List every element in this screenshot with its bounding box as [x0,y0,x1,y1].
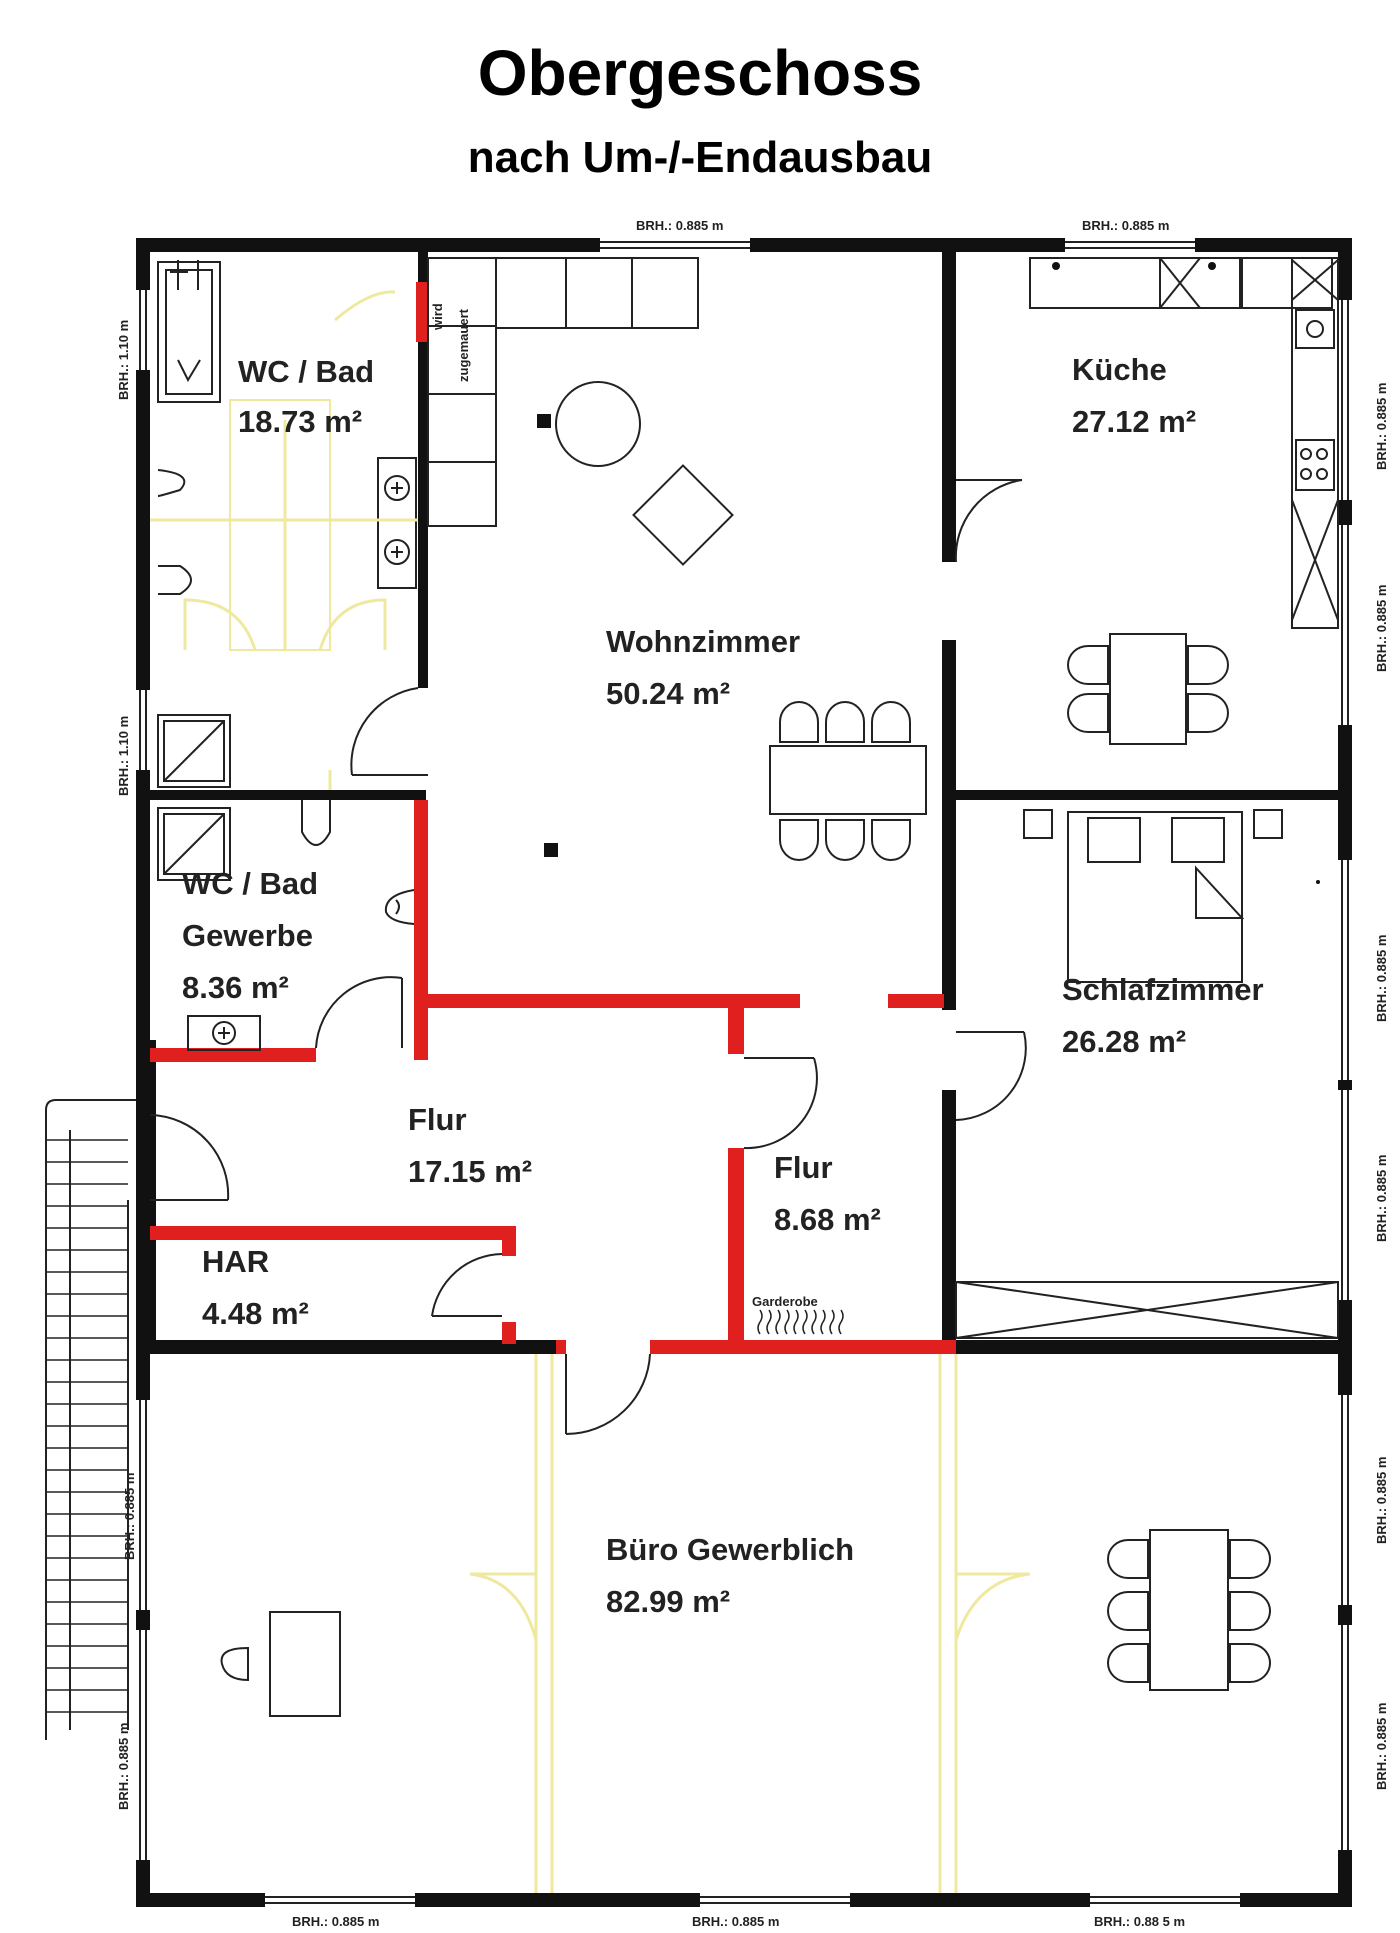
chair [779,701,819,743]
windows [136,238,1352,1907]
chair [825,701,865,743]
room-name-flur-2: Flur [774,1150,833,1185]
window-label-bottom-3: BRH.: 0.88 5 m [1094,1914,1185,1929]
room-name-schlafzimmer: Schlafzimmer [1062,972,1264,1007]
room-name-wc-gewerbe: WC / Bad [182,866,318,901]
outer-walls [136,238,1352,1907]
chair [871,701,911,743]
window-label-right-5: BRH.: 0.885 m [1374,1457,1389,1544]
chair [1229,1643,1271,1683]
chair [1107,1591,1149,1631]
new-walls [150,282,956,1354]
note-garderobe: Garderobe [752,1294,818,1309]
plan-subtitle: nach Um-/-Endausbau [468,133,933,182]
coat-hook [775,1309,781,1335]
room-labels: WC / Bad 18.73 m² Wohnzimmer 50.24 m² Kü… [182,352,1264,1619]
chair [1187,645,1229,685]
room-name-wc-bad: WC / Bad [238,354,374,389]
office-furniture [220,1354,1271,1893]
coat-hook [829,1309,835,1335]
chair [1107,1539,1149,1579]
coat-hook [784,1309,790,1335]
window-label-right-6: BRH.: 0.885 m [1374,1703,1389,1790]
chair [825,819,865,861]
chair [779,819,819,861]
window-label-bottom-1: BRH.: 0.885 m [292,1914,379,1929]
window-label-left-3: BRH.: 0.885 m [122,1473,137,1560]
room-area-wc-gewerbe: 8.36 m² [182,970,289,1005]
note-wird: wird [430,303,445,331]
chair [871,819,911,861]
staircase [45,1099,150,1740]
coat-hook [757,1309,763,1335]
room-area-wc-bad: 18.73 m² [238,404,362,439]
room-name2-wc-gewerbe: Gewerbe [182,918,313,953]
garderobe-hooks [757,1309,844,1335]
room-name-flur-1: Flur [408,1102,467,1137]
bathroom-fixtures [150,260,418,790]
chair [1067,693,1109,733]
chair [1107,1643,1149,1683]
room-area-schlafzimmer: 26.28 m² [1062,1024,1186,1059]
coat-hook [811,1309,817,1335]
chair [1067,645,1109,685]
window-label-bottom-2: BRH.: 0.885 m [692,1914,779,1929]
doors [149,479,1027,1436]
window-label-right-2: BRH.: 0.885 m [1374,585,1389,672]
coat-hook [793,1309,799,1335]
room-name-kueche: Küche [1072,352,1167,387]
room-area-flur-2: 8.68 m² [774,1202,881,1237]
chair [1229,1591,1271,1631]
wc-gewerbe-fixtures [157,800,415,1051]
window-label-right-3: BRH.: 0.885 m [1374,935,1389,1022]
room-area-kueche: 27.12 m² [1072,404,1196,439]
plan-title: Obergeschoss [478,37,923,109]
chair [1187,693,1229,733]
window-label-left-4: BRH.: 0.885 m [116,1723,131,1810]
window-label-top-1: BRH.: 0.885 m [636,218,723,233]
window-label-right-4: BRH.: 0.885 m [1374,1155,1389,1242]
room-area-wohnzimmer: 50.24 m² [606,676,730,711]
interior-walls [150,252,1338,1354]
kitchen-furniture [1029,257,1339,745]
bedroom-furniture [955,809,1339,1339]
window-labels: BRH.: 0.885 m BRH.: 0.885 m BRH.: 1.10 m… [116,218,1389,1929]
coat-hook [802,1309,808,1335]
coat-hook [766,1309,772,1335]
coat-hook [838,1309,844,1335]
coat-hook [820,1309,826,1335]
window-label-right-1: BRH.: 0.885 m [1374,383,1389,470]
chair [1229,1539,1271,1579]
window-label-top-2: BRH.: 0.885 m [1082,218,1169,233]
window-label-left-2: BRH.: 1.10 m [116,716,131,796]
room-area-buero: 82.99 m² [606,1584,730,1619]
room-name-har: HAR [202,1244,269,1279]
living-furniture [427,257,927,861]
room-area-flur-1: 17.15 m² [408,1154,532,1189]
room-name-buero: Büro Gewerblich [606,1532,854,1567]
room-name-wohnzimmer: Wohnzimmer [606,624,800,659]
window-label-left-1: BRH.: 1.10 m [116,320,131,400]
room-area-har: 4.48 m² [202,1296,309,1331]
note-zugemauert: zugemauert [456,308,471,382]
